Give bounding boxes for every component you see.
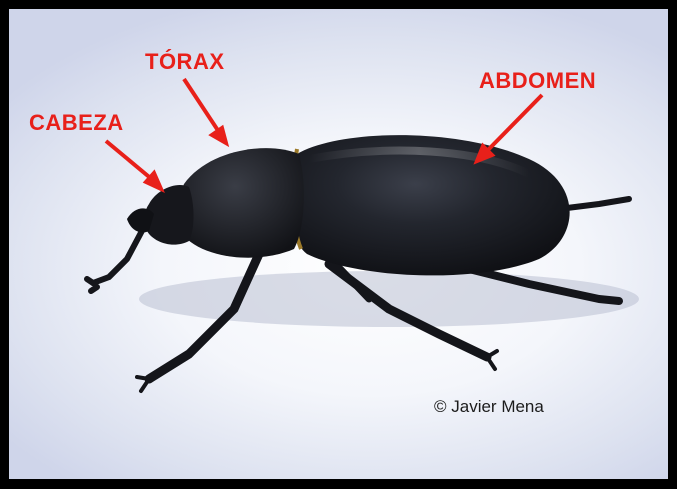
- label-thorax: TÓRAX: [145, 49, 225, 75]
- beetle-shadow: [139, 271, 639, 327]
- beetle-photo: CABEZA TÓRAX ABDOMEN © Javier Mena: [9, 9, 668, 479]
- photo-credit: © Javier Mena: [434, 397, 544, 417]
- label-abdomen: ABDOMEN: [479, 68, 596, 94]
- label-head: CABEZA: [29, 110, 124, 136]
- beetle-antenna: [87, 227, 144, 291]
- beetle-thorax: [179, 148, 304, 258]
